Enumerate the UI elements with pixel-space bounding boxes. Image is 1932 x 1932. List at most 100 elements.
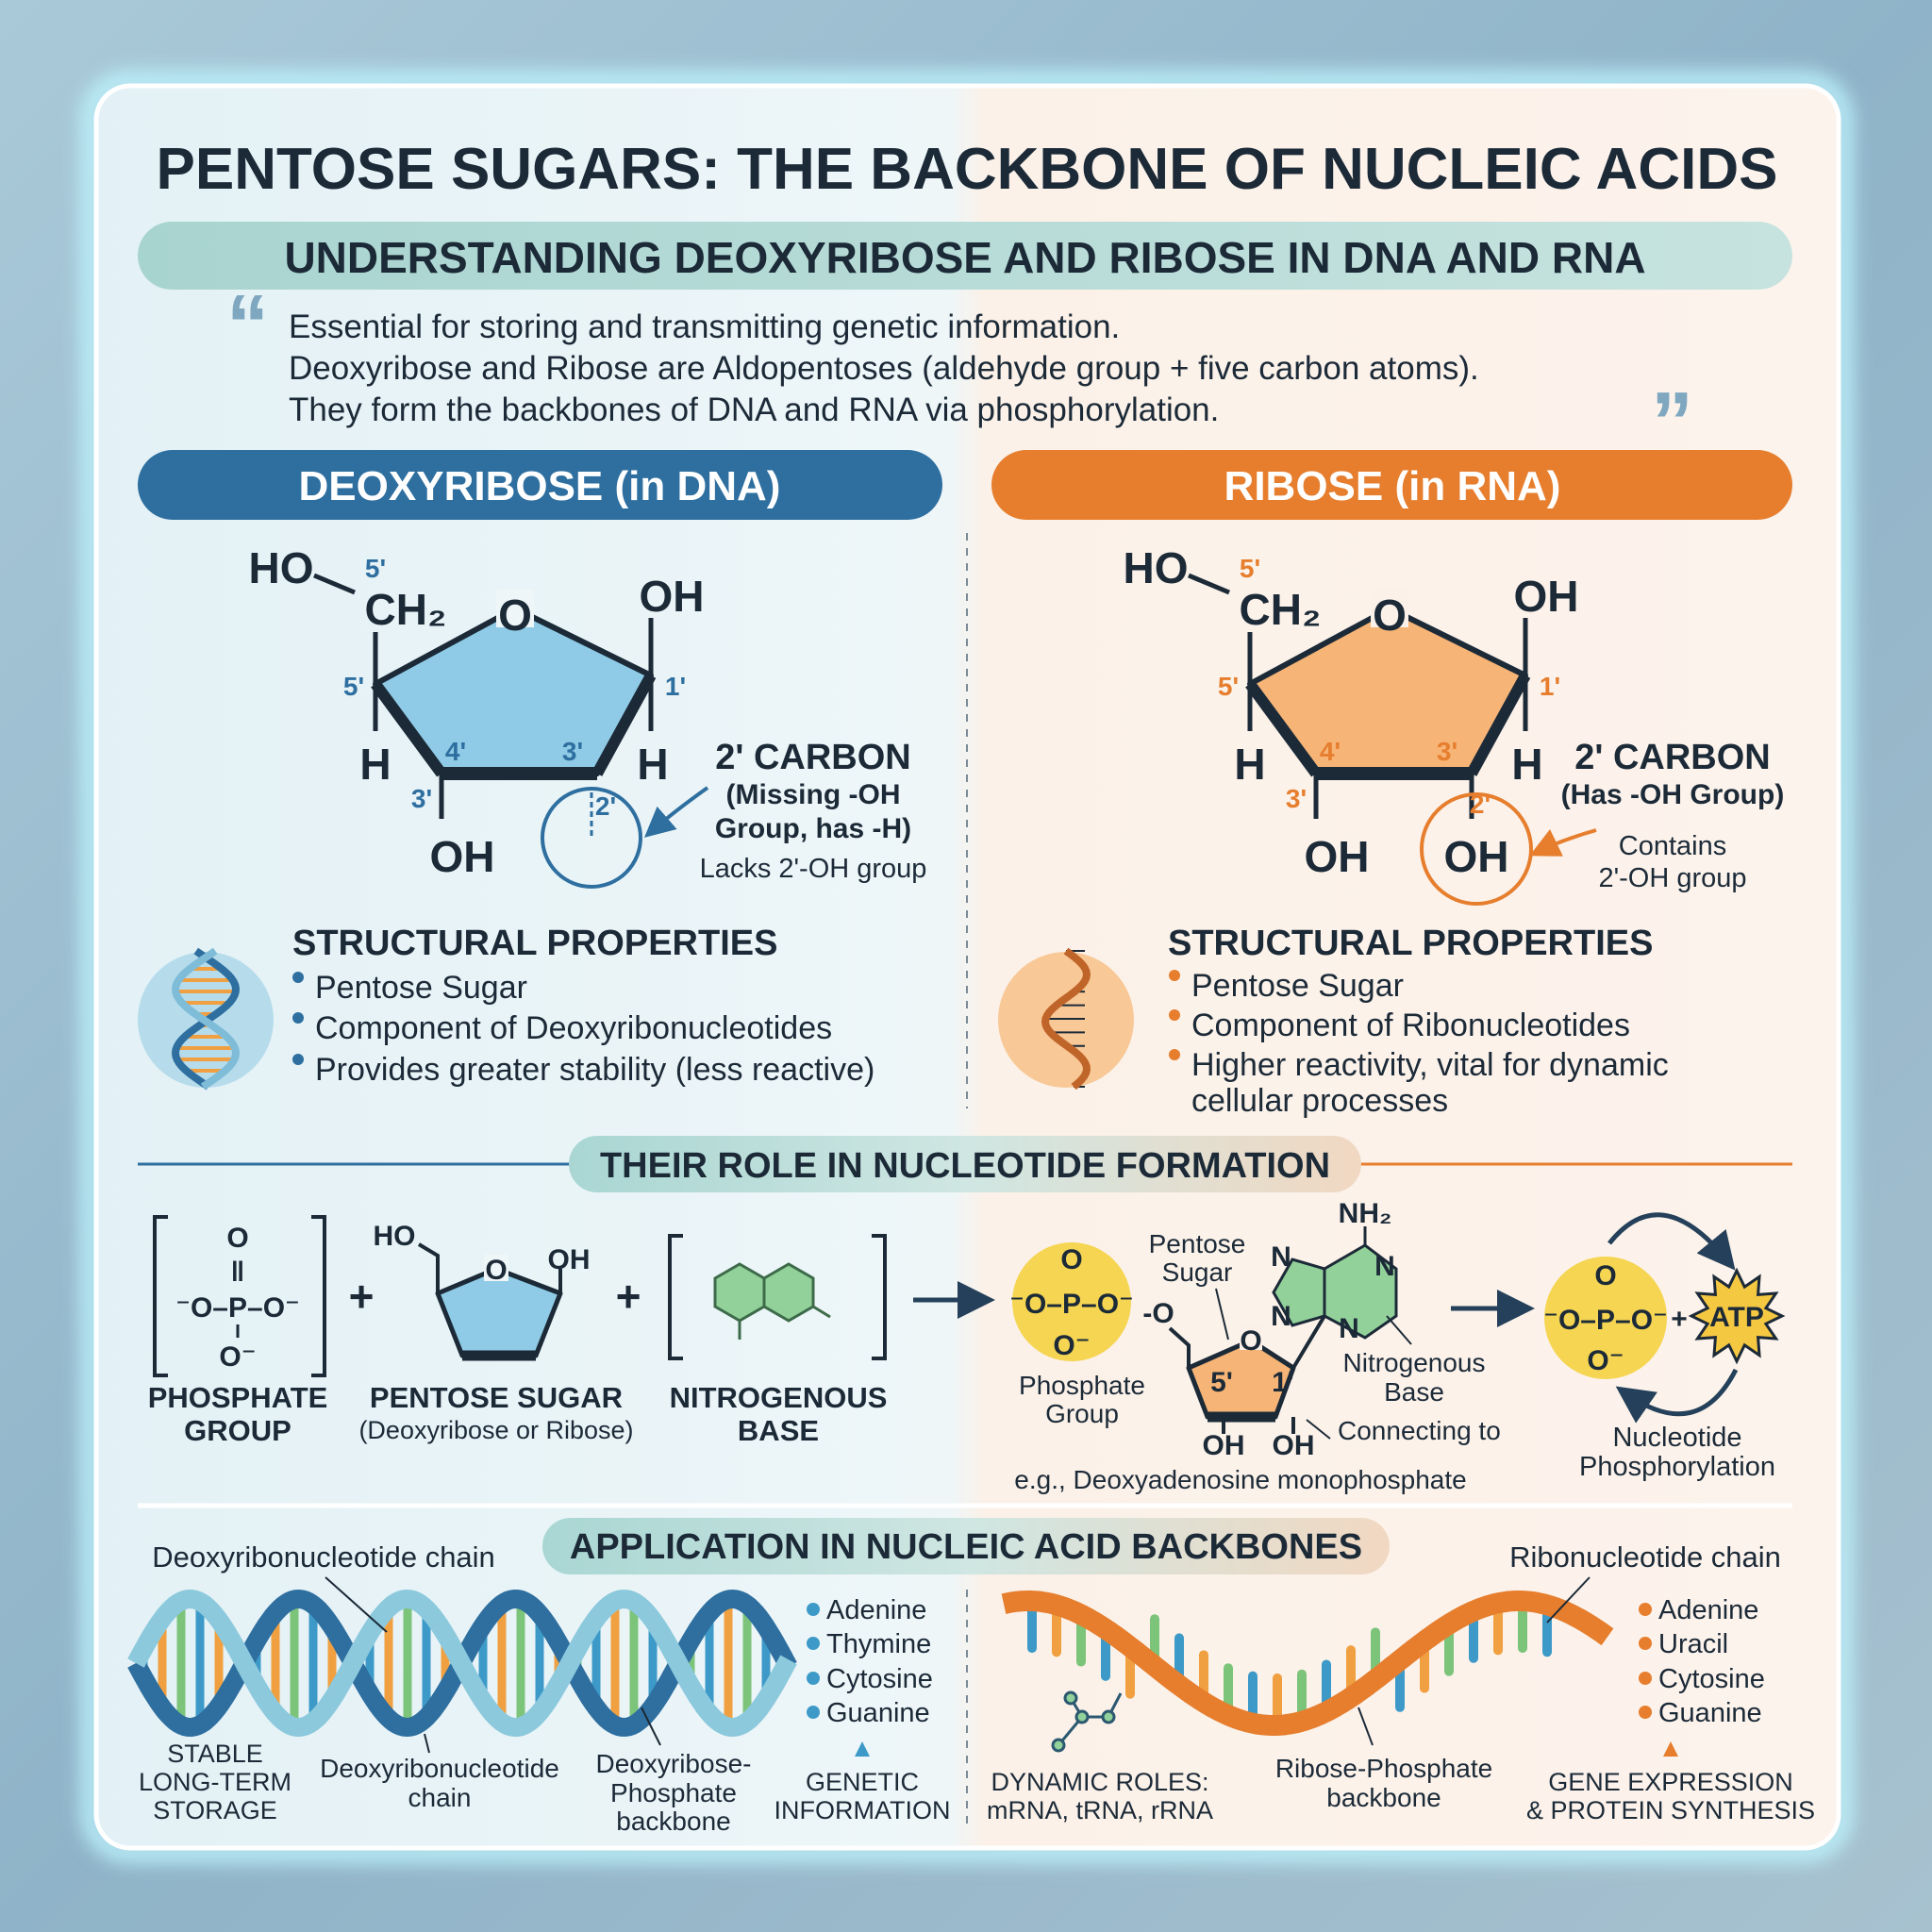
phosphorylation-cycle: O ⁻O–P–O⁻ O⁻ + ATP xyxy=(1543,1212,1786,1424)
svg-text:O: O xyxy=(1060,1244,1082,1275)
list-item: Component of Deoxyribonucleotides xyxy=(315,1010,832,1046)
base-label: NITROGENOUS xyxy=(670,1381,888,1414)
strand xyxy=(172,947,241,1091)
dna-double-helix-icon xyxy=(138,947,274,1091)
svg-text:CH₂: CH₂ xyxy=(365,585,447,634)
ribose-carbon-note: (Has -OH Group) xyxy=(1561,779,1785,810)
triangle-icon xyxy=(855,1741,870,1757)
pentose-sugar-icon: O HO OH xyxy=(374,1221,591,1361)
page-title: PENTOSE SUGARS: THE BACKBONE OF NUCLEIC … xyxy=(157,137,1778,202)
svg-text:OH: OH xyxy=(430,832,495,881)
svg-text:2': 2' xyxy=(595,791,616,821)
svg-text:H: H xyxy=(637,740,668,789)
arrow-icon xyxy=(1529,828,1597,857)
svg-text:backbone: backbone xyxy=(616,1807,730,1836)
svg-text:N: N xyxy=(1271,1241,1291,1273)
svg-text:mRNA, tRNA, rRNA: mRNA, tRNA, rRNA xyxy=(987,1796,1213,1824)
deoxyribose-structure: HO 5' CH₂ O OH 5' 1' H 4' 3' H 3' OH 2' xyxy=(249,543,709,889)
example-label: Connecting to xyxy=(1338,1416,1501,1445)
svg-text:& PROTEIN SYNTHESIS: & PROTEIN SYNTHESIS xyxy=(1526,1796,1815,1824)
phosphorylation-label: Phosphorylation xyxy=(1579,1452,1775,1482)
svg-text:3': 3' xyxy=(562,737,583,766)
deoxy-carbon-title: 2' CARBON xyxy=(715,738,911,777)
list-item: Higher reactivity, vital for dynamic xyxy=(1191,1047,1669,1083)
svg-text:Ribose-Phosphate: Ribose-Phosphate xyxy=(1275,1754,1492,1783)
svg-text:OH: OH xyxy=(640,572,705,621)
nitrogenous-base-icon xyxy=(668,1234,887,1360)
svg-text:O⁻: O⁻ xyxy=(1587,1345,1624,1376)
strand xyxy=(1041,947,1091,1091)
molecule-network-icon xyxy=(1051,1690,1123,1753)
arrow-icon xyxy=(643,786,709,838)
open-quote-icon: “ xyxy=(226,278,269,373)
pentose-sublabel: (Deoxyribose or Ribose) xyxy=(358,1416,633,1444)
deoxyribose-header-label: DEOXYRIBOSE (in DNA) xyxy=(299,463,781,509)
svg-text:H: H xyxy=(1511,740,1542,789)
quote-line: They form the backbones of DNA and RNA v… xyxy=(289,391,1219,428)
list-item: cellular processes xyxy=(1191,1083,1448,1119)
rna-bottom-labels: DYNAMIC ROLES: mRNA, tRNA, rRNA Ribose-P… xyxy=(987,1690,1815,1824)
formation-title: THEIR ROLE IN NUCLEOTIDE FORMATION xyxy=(600,1146,1330,1186)
quote-line: Essential for storing and transmitting g… xyxy=(289,308,1120,345)
svg-text:5': 5' xyxy=(1218,672,1239,701)
svg-text:5': 5' xyxy=(365,554,386,583)
svg-text:5': 5' xyxy=(343,672,364,701)
dna-chain-label: Deoxyribonucleotide chain xyxy=(152,1541,495,1574)
svg-text:chain: chain xyxy=(408,1783,472,1812)
ribose-carbon-note: 2'-OH group xyxy=(1598,863,1746,893)
example-label: Sugar xyxy=(1162,1257,1233,1287)
svg-text:5': 5' xyxy=(1210,1367,1233,1398)
svg-text:O: O xyxy=(485,1255,507,1286)
subtitle: UNDERSTANDING DEOXYRIBOSE AND RIBOSE IN … xyxy=(284,233,1645,282)
ribose-header-label: RIBOSE (in RNA) xyxy=(1224,463,1561,509)
ribose-carbon-title: 2' CARBON xyxy=(1574,738,1771,777)
svg-text:4': 4' xyxy=(1320,737,1341,766)
dna-base-legend: Adenine Thymine Cytosine Guanine xyxy=(807,1595,933,1728)
svg-text:H: H xyxy=(359,740,391,789)
example-label: Phosphate xyxy=(1019,1371,1145,1400)
svg-text:STORAGE: STORAGE xyxy=(153,1796,277,1824)
ribose-props-title: STRUCTURAL PROPERTIES xyxy=(1168,924,1653,963)
svg-text:OH: OH xyxy=(1444,832,1509,881)
svg-text:N: N xyxy=(1339,1313,1359,1344)
svg-text:HO: HO xyxy=(374,1221,416,1252)
svg-text:⁻O–P–O⁻: ⁻O–P–O⁻ xyxy=(175,1292,300,1324)
atom-label: HO xyxy=(249,543,314,592)
svg-text:O: O xyxy=(1373,591,1407,640)
phosphorylation-label: Nucleotide xyxy=(1612,1423,1741,1453)
pentose-label: PENTOSE SUGAR xyxy=(370,1381,623,1414)
svg-text:1': 1' xyxy=(665,672,686,701)
ribose-carbon-note: Contains xyxy=(1619,831,1726,861)
svg-text:OH: OH xyxy=(1514,572,1579,621)
svg-text:DYNAMIC ROLES:: DYNAMIC ROLES: xyxy=(991,1768,1208,1796)
svg-text:NH₂: NH₂ xyxy=(1339,1198,1392,1229)
strand xyxy=(171,947,240,1091)
rna-strand xyxy=(1001,1591,1614,1736)
svg-text:O: O xyxy=(1594,1260,1616,1291)
list-item: Component of Ribonucleotides xyxy=(1191,1008,1630,1043)
subtitle-band xyxy=(138,222,1792,290)
svg-text:O⁻: O⁻ xyxy=(219,1341,256,1373)
application-title-pill xyxy=(542,1518,1390,1574)
svg-text:GENE EXPRESSION: GENE EXPRESSION xyxy=(1548,1768,1793,1796)
svg-text:LONG-TERM: LONG-TERM xyxy=(139,1768,291,1796)
phosphate-group: O ‖ ⁻O–P–O⁻ O⁻ xyxy=(153,1215,326,1377)
svg-text:⁻O–P–O⁻: ⁻O–P–O⁻ xyxy=(1543,1305,1668,1336)
plus-icon: + xyxy=(616,1272,641,1321)
leader-line xyxy=(325,1576,388,1633)
triangle-icon xyxy=(1663,1741,1678,1757)
ribose-structure: HO 5' CH₂ O OH 5' 1' H 4' 3' H 3' OH 2' … xyxy=(1124,543,1597,906)
cycle-arrow-icon xyxy=(1607,1212,1736,1271)
quote-line: Deoxyribose and Ribose are Aldopentoses … xyxy=(289,350,1479,387)
svg-text:STABLE: STABLE xyxy=(167,1740,263,1768)
ribose-props-list: Pentose Sugar Component of Ribonucleotid… xyxy=(1169,968,1669,1119)
svg-text:OH: OH xyxy=(1273,1430,1315,1461)
base-label: BASE xyxy=(738,1414,819,1447)
plus-icon: + xyxy=(349,1272,375,1321)
rna-base-legend: Adenine Uracil Cytosine Guanine xyxy=(1639,1595,1765,1728)
svg-text:O: O xyxy=(498,591,532,640)
phosphate-label: PHOSPHATE xyxy=(148,1381,328,1414)
dna-double-helix xyxy=(127,1589,797,1738)
svg-text:INFORMATION: INFORMATION xyxy=(774,1796,951,1824)
